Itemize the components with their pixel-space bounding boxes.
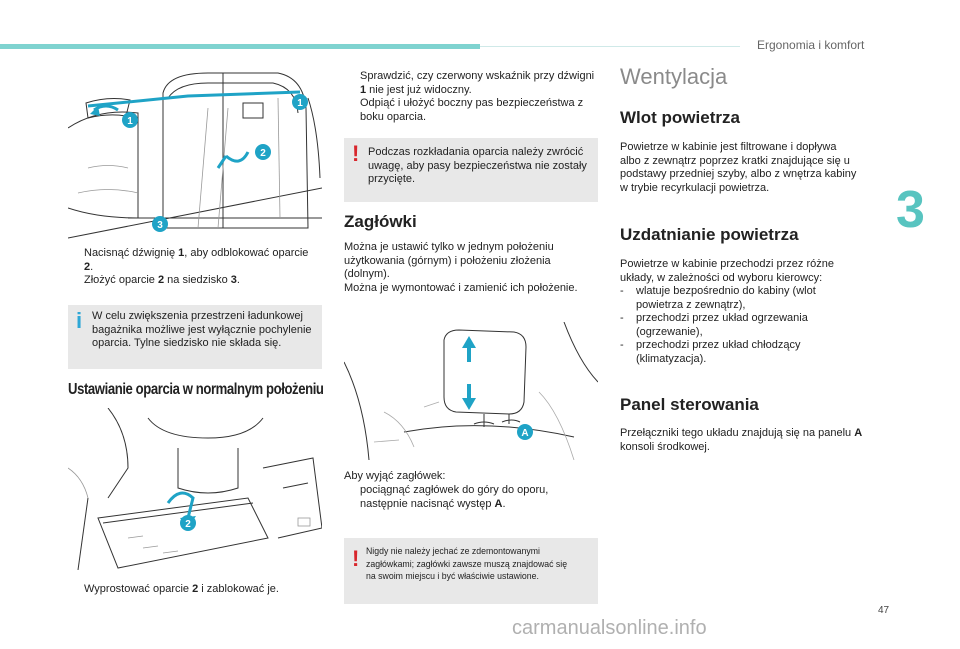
step-item: następnie nacisnąć występ A. bbox=[360, 497, 506, 510]
running-header: Ergonomia i komfort bbox=[757, 38, 865, 52]
info-text: W celu zwiększenia przestrzeni ładunkowe… bbox=[92, 310, 312, 349]
info-note: i W celu zwiększenia przestrzeni ładunko… bbox=[68, 305, 322, 369]
callout-1a: 1 bbox=[127, 116, 133, 127]
headrest-remove-intro: Aby wyjąć zagłówek: bbox=[344, 470, 446, 482]
seat-upright-illustration: 2 bbox=[68, 408, 322, 570]
warning-text: Podczas rozkładania oparcia należy zwróc… bbox=[368, 146, 587, 185]
top-accent-bar bbox=[0, 44, 480, 49]
headrest-illustration: A bbox=[344, 322, 598, 460]
section-heading-backrest: Ustawianie oparcia w normalnym położeniu bbox=[68, 381, 324, 398]
step-item: pociągnąć zagłówek do góry do oporu, bbox=[360, 484, 549, 496]
control-panel-paragraph: Przełączniki tego układu znajdują się na… bbox=[620, 427, 863, 453]
warning-icon: ! bbox=[352, 141, 360, 166]
section-heading-headrests: Zagłówki bbox=[344, 212, 417, 231]
callout-2b: 2 bbox=[185, 519, 191, 530]
seat-fold-illustration: 1 1 2 3 bbox=[68, 72, 322, 239]
heading-air-intake: Wlot powietrza bbox=[620, 108, 740, 127]
page-number: 47 bbox=[878, 605, 890, 616]
heading-control-panel: Panel sterowania bbox=[620, 395, 759, 414]
air-treatment-paragraph: Powietrze w kabinie przechodzi przez róż… bbox=[620, 258, 834, 284]
list-item: -przechodzi przez układ ogrzewania (ogrz… bbox=[620, 312, 808, 338]
callout-a: A bbox=[521, 428, 528, 439]
top-accent-line bbox=[480, 46, 740, 47]
list-item: -przechodzi przez układ chłodzący (klima… bbox=[620, 339, 801, 365]
step-item: Nacisnąć dźwignię 1, aby odblokować opar… bbox=[84, 247, 309, 273]
callout-1b: 1 bbox=[297, 98, 303, 109]
air-treatment-list: -wlatuje bezpośrednio do kabiny (wlot po… bbox=[620, 285, 860, 366]
warning-note-belts: ! Podczas rozkładania oparcia należy zwr… bbox=[344, 138, 598, 202]
step-item: Odpiąć i ułożyć boczny pas bezpieczeństw… bbox=[360, 97, 584, 123]
warning-text: Nigdy nie należy jechać ze zdemontowanym… bbox=[366, 546, 568, 582]
air-intake-paragraph: Powietrze w kabinie jest filtrowane i do… bbox=[620, 141, 857, 194]
step-item: Sprawdzić, czy czerwony wskaźnik przy dź… bbox=[360, 70, 595, 96]
headrest-remove-steps: pociągnąć zagłówek do góry do oporu, nas… bbox=[344, 484, 598, 511]
headrest-paragraph: Można je ustawić tylko w jednym położeni… bbox=[344, 241, 578, 294]
upright-step: Wyprostować oparcie 2 i zablokować je. bbox=[68, 583, 320, 597]
step-item: Wyprostować oparcie 2 i zablokować je. bbox=[84, 583, 279, 595]
watermark: carmanualsonline.info bbox=[512, 617, 707, 639]
warning-icon: ! bbox=[352, 546, 360, 571]
chapter-number: 3 bbox=[896, 181, 925, 239]
warning-note-headrests: ! Nigdy nie należy jechać ze zdemontowan… bbox=[344, 538, 598, 604]
step-item: Złożyć oparcie 2 na siedzisko 3. bbox=[84, 274, 240, 286]
info-icon: i bbox=[76, 308, 83, 333]
check-steps: Sprawdzić, czy czerwony wskaźnik przy dź… bbox=[344, 70, 598, 124]
callout-2a: 2 bbox=[260, 148, 266, 159]
list-item: -wlatuje bezpośrednio do kabiny (wlot po… bbox=[620, 285, 816, 311]
fold-steps: Nacisnąć dźwignię 1, aby odblokować opar… bbox=[68, 247, 320, 288]
section-title-ventilation: Wentylacja bbox=[620, 64, 728, 89]
heading-air-treatment: Uzdatnianie powietrza bbox=[620, 225, 799, 244]
callout-3: 3 bbox=[157, 220, 163, 231]
